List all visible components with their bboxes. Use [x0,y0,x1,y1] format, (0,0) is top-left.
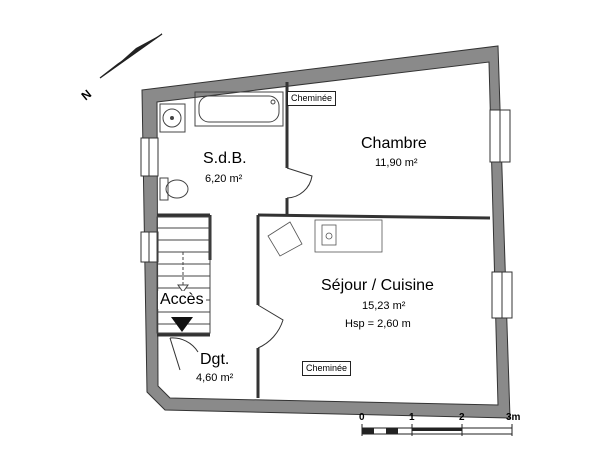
room-area-chambre: 11,90 m² [375,157,418,169]
outer-walls [141,45,511,419]
windows [140,109,513,319]
room-area-dgt: 4,60 m² [196,372,234,384]
fireplace-label-bottom: Cheminée [302,361,352,376]
scale-tick-1: 1 [409,412,415,423]
room-area-sdb: 6,20 m² [205,173,243,185]
staircase [156,216,211,334]
access-label: Accès [158,291,206,309]
room-name-sdb: S.d.B. [203,150,247,167]
interior-walls [157,82,491,398]
bathtub-icon [194,91,284,127]
room-area-sejour: 15,23 m² [362,300,406,312]
room-name-sejour: Séjour / Cuisine [321,277,434,294]
fireplace-label-top: Cheminée [287,91,337,106]
compass-arrow-icon [99,33,163,79]
scale-tick-2: 2 [459,412,465,423]
scale-tick-0: 0 [359,412,365,423]
toilet-icon [159,177,189,201]
room-ceiling-height-sejour: Hsp = 2,60 m [345,318,411,330]
doors [169,167,313,371]
scale-tick-3m: 3m [506,412,521,423]
scale-bar [361,424,513,436]
access-arrow-icon [171,317,193,332]
kitchen-counter [267,219,383,257]
washbasin-icon [159,103,186,133]
room-name-chambre: Chambre [361,135,427,152]
room-name-dgt: Dgt. [200,351,230,368]
